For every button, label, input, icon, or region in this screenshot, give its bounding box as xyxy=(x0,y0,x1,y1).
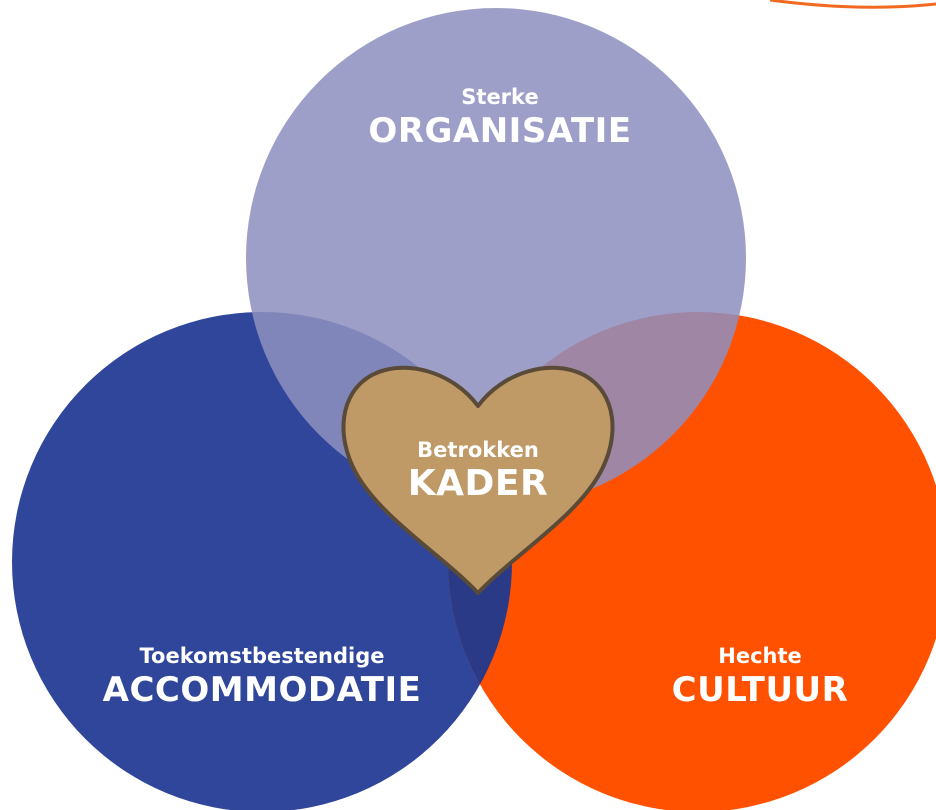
cultuur-subtitle: Hechte xyxy=(718,644,802,668)
accommodatie-subtitle: Toekomstbestendige xyxy=(139,644,385,668)
organisatie-title: ORGANISATIE xyxy=(368,111,632,151)
cultuur-title: CULTUUR xyxy=(671,670,849,710)
heart-icon xyxy=(341,365,615,595)
label-cultuur: Hechte CULTUUR xyxy=(560,643,936,711)
accommodatie-title: ACCOMMODATIE xyxy=(102,670,422,710)
kader-title: KADER xyxy=(407,463,549,504)
label-kader: Betrokken KADER xyxy=(378,437,578,505)
accent-line xyxy=(769,0,936,9)
organisatie-subtitle: Sterke xyxy=(461,85,539,109)
kader-subtitle: Betrokken xyxy=(417,438,539,462)
label-accommodatie: Toekomstbestendige ACCOMMODATIE xyxy=(62,643,462,711)
label-organisatie: Sterke ORGANISATIE xyxy=(300,84,700,152)
